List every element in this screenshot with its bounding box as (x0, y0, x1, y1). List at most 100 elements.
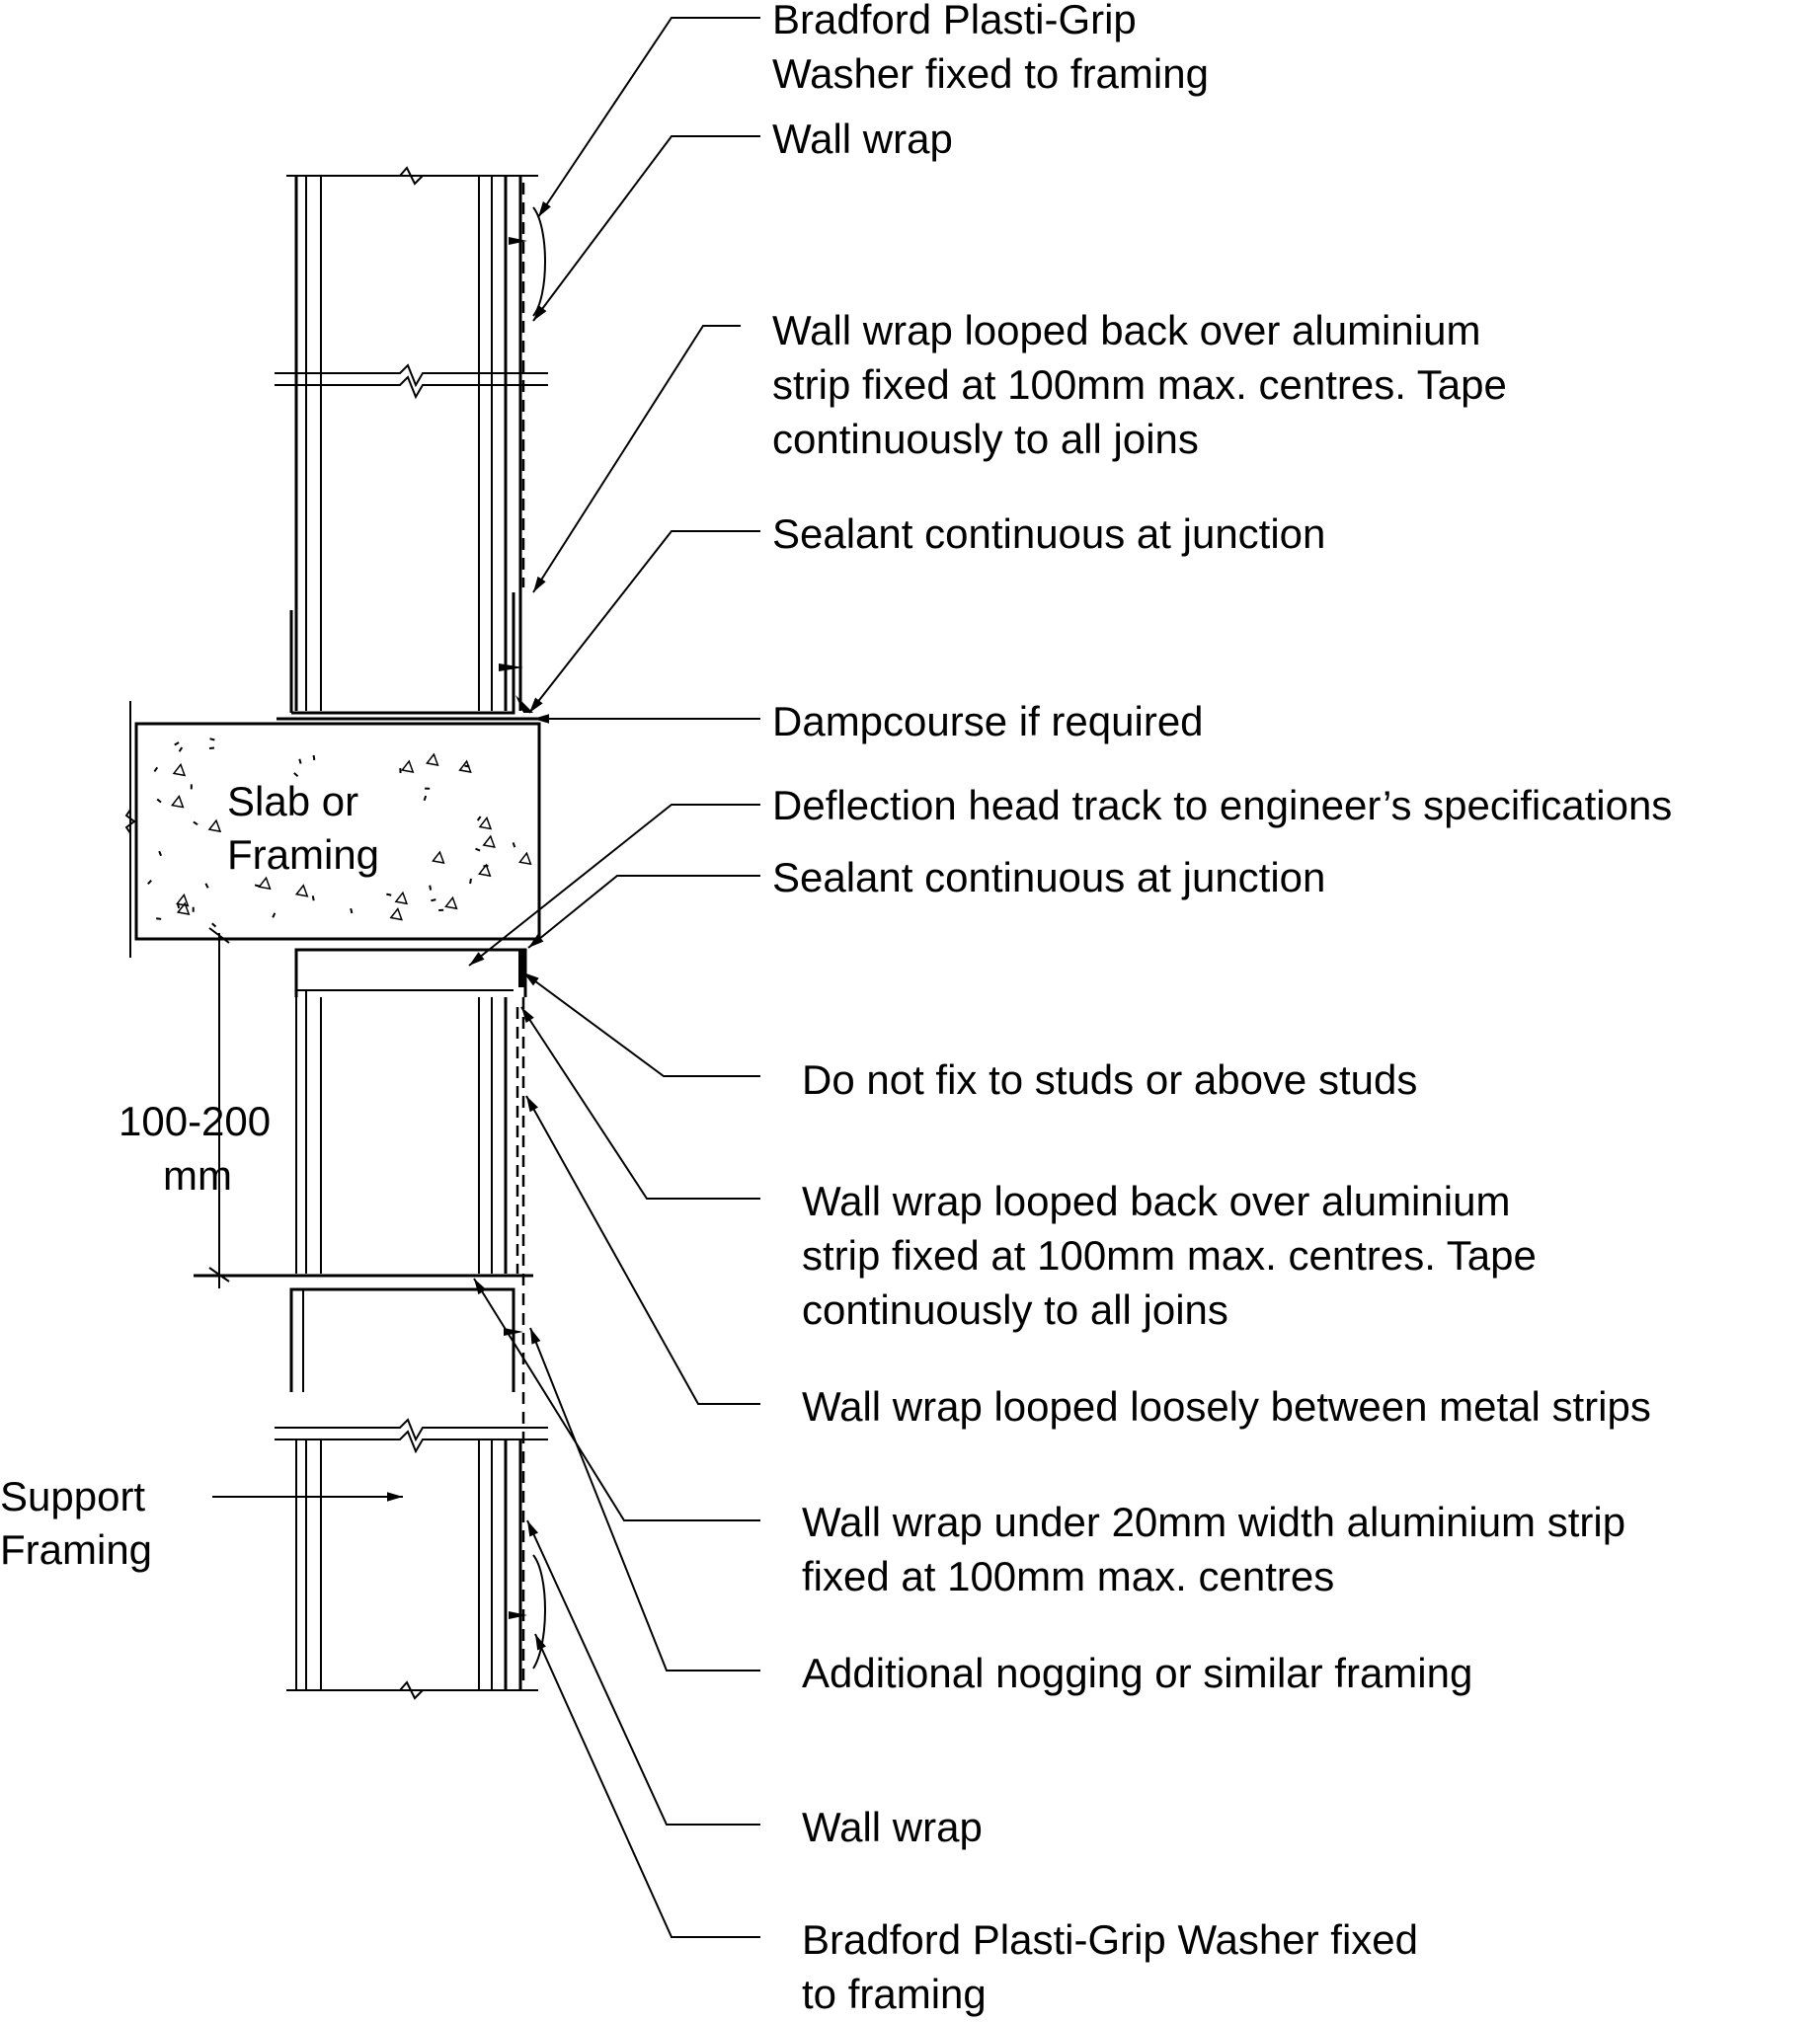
svg-text:Wall wrap under 20mm width alu: Wall wrap under 20mm width aluminium str… (802, 1499, 1625, 1545)
aggregate-speck (386, 893, 392, 896)
upper-wall-wrap-leader (532, 135, 760, 322)
aggregate-speck (482, 834, 496, 848)
aggregate-speck (298, 758, 302, 764)
slab-aggregate-texture (147, 738, 532, 928)
svg-text:Framing: Framing (227, 831, 379, 878)
upper-looped-strip-label: Wall wrap looped back over aluminium str… (772, 307, 1507, 462)
deflection-track-leader (468, 804, 760, 967)
lower-washer-label: Bradford Plasti-Grip Washer fixed to fra… (802, 1916, 1418, 2017)
aggregate-speck (207, 818, 222, 833)
dampcourse-label: Dampcourse if required (772, 698, 1204, 744)
aggregate-speck (156, 798, 162, 804)
upper-washer-leader (537, 17, 760, 218)
aggregate-speck (431, 898, 436, 902)
aggregate-speck (423, 795, 428, 802)
slab (124, 701, 541, 958)
svg-text:Dampcourse if required: Dampcourse if required (772, 698, 1204, 744)
aggregate-speck (400, 759, 415, 774)
lower-washer-leader (534, 1633, 760, 1938)
under-strip-leader (473, 1278, 760, 1521)
aggregate-speck (350, 907, 354, 914)
upper-washer-label: Bradford Plasti-Grip Washer fixed to fra… (772, 0, 1209, 97)
svg-text:Do not fix to studs or above s: Do not fix to studs or above studs (802, 1056, 1417, 1103)
aggregate-speck (176, 901, 191, 915)
nogging-leader (529, 1327, 760, 1672)
svg-text:Slab or: Slab or (227, 778, 358, 824)
svg-text:Bradford Plasti-Grip: Bradford Plasti-Grip (772, 0, 1137, 42)
aggregate-speck (193, 820, 198, 826)
aggregate-speck (429, 885, 433, 891)
svg-text:Washer fixed to framing: Washer fixed to framing (772, 50, 1209, 97)
svg-text:100-200: 100-200 (119, 1098, 271, 1144)
svg-text:Support: Support (0, 1473, 145, 1519)
aggregate-speck (171, 795, 185, 809)
svg-text:mm: mm (163, 1152, 232, 1199)
aggregate-speck (204, 883, 209, 889)
svg-text:Additional nogging or similar: Additional nogging or similar framing (802, 1650, 1472, 1696)
support-framing-label: Support Framing (0, 1473, 152, 1573)
svg-text:Sealant continuous at junction: Sealant continuous at junction (772, 510, 1325, 557)
lower-wall-wrap-label: Wall wrap (802, 1804, 983, 1850)
aggregate-speck (147, 880, 152, 886)
svg-text:Framing: Framing (0, 1526, 152, 1573)
aggregate-speck (178, 746, 184, 752)
lower-wall-framing (194, 948, 548, 1700)
svg-text:continuously to all joins: continuously to all joins (802, 1286, 1228, 1333)
aggregate-speck (272, 912, 277, 918)
looped-loosely-label: Wall wrap looped loosely between metal s… (802, 1383, 1651, 1430)
svg-text:strip fixed at 100mm max. cent: strip fixed at 100mm max. centres. Tape (802, 1232, 1537, 1279)
lower-washer-icon (532, 1554, 546, 1670)
aggregate-speck (512, 842, 516, 848)
aggregate-speck (258, 876, 272, 891)
lower-looped-strip-leader (520, 1006, 760, 1200)
aggregate-speck (311, 895, 315, 901)
upper-wall-framing (275, 166, 548, 721)
aggregate-speck (158, 850, 163, 857)
aggregate-speck (211, 922, 217, 928)
dimension-label: 100-200 mm (119, 1098, 271, 1199)
aggregate-speck (294, 884, 309, 897)
aggregate-speck (476, 816, 482, 821)
aggregate-speck (156, 917, 162, 920)
upper-sealant-leader (528, 530, 760, 714)
aggregate-speck (172, 762, 187, 777)
svg-text:continuously to all joins: continuously to all joins (772, 416, 1199, 462)
svg-text:Sealant continuous at junction: Sealant continuous at junction (772, 854, 1325, 900)
svg-text:Wall wrap looped loosely betwe: Wall wrap looped loosely between metal s… (802, 1383, 1651, 1430)
slab-label: Slab or Framing (227, 778, 379, 878)
svg-text:Wall wrap: Wall wrap (772, 116, 953, 162)
aggregate-speck (518, 851, 532, 866)
svg-text:Deflection head track to engin: Deflection head track to engineer’s spec… (772, 782, 1672, 828)
aggregate-speck (293, 772, 299, 778)
aggregate-speck (175, 893, 190, 907)
aggregate-speck (478, 816, 493, 830)
aggregate-speck (312, 754, 316, 761)
do-not-fix-leader (522, 972, 760, 1077)
upper-sealant-label: Sealant continuous at junction (772, 510, 1325, 557)
aggregate-speck (475, 847, 481, 852)
nogging-label: Additional nogging or similar framing (802, 1650, 1472, 1696)
lower-sealant-label: Sealant continuous at junction (772, 854, 1325, 900)
upper-wall-wrap-label: Wall wrap (772, 116, 953, 162)
aggregate-speck (432, 850, 445, 865)
aggregate-speck (477, 863, 492, 878)
deflection-track-label: Deflection head track to engineer’s spec… (772, 782, 1672, 828)
svg-text:Wall wrap looped back over alu: Wall wrap looped back over aluminium (772, 307, 1480, 353)
upper-washer-icon (532, 206, 546, 317)
lower-sealant-leader (527, 875, 760, 949)
under-strip-label: Wall wrap under 20mm width aluminium str… (802, 1499, 1625, 1599)
svg-text:Wall wrap: Wall wrap (802, 1804, 983, 1850)
aggregate-speck (174, 741, 180, 746)
svg-text:Bradford Plasti-Grip Washer fi: Bradford Plasti-Grip Washer fixed (802, 1916, 1418, 1963)
aggregate-speck (464, 764, 470, 768)
aggregate-speck (254, 884, 261, 888)
dimension-line (208, 927, 230, 1288)
aggregate-speck (389, 906, 403, 921)
aggregate-speck (153, 766, 159, 772)
aggregate-speck (444, 895, 458, 910)
upper-looped-strip-leader (532, 325, 741, 593)
aggregate-speck (425, 752, 439, 767)
do-not-fix-label: Do not fix to studs or above studs (802, 1056, 1417, 1103)
svg-text:strip fixed at 100mm max. cen: strip fixed at 100mm max. centres. Tape (772, 361, 1507, 408)
